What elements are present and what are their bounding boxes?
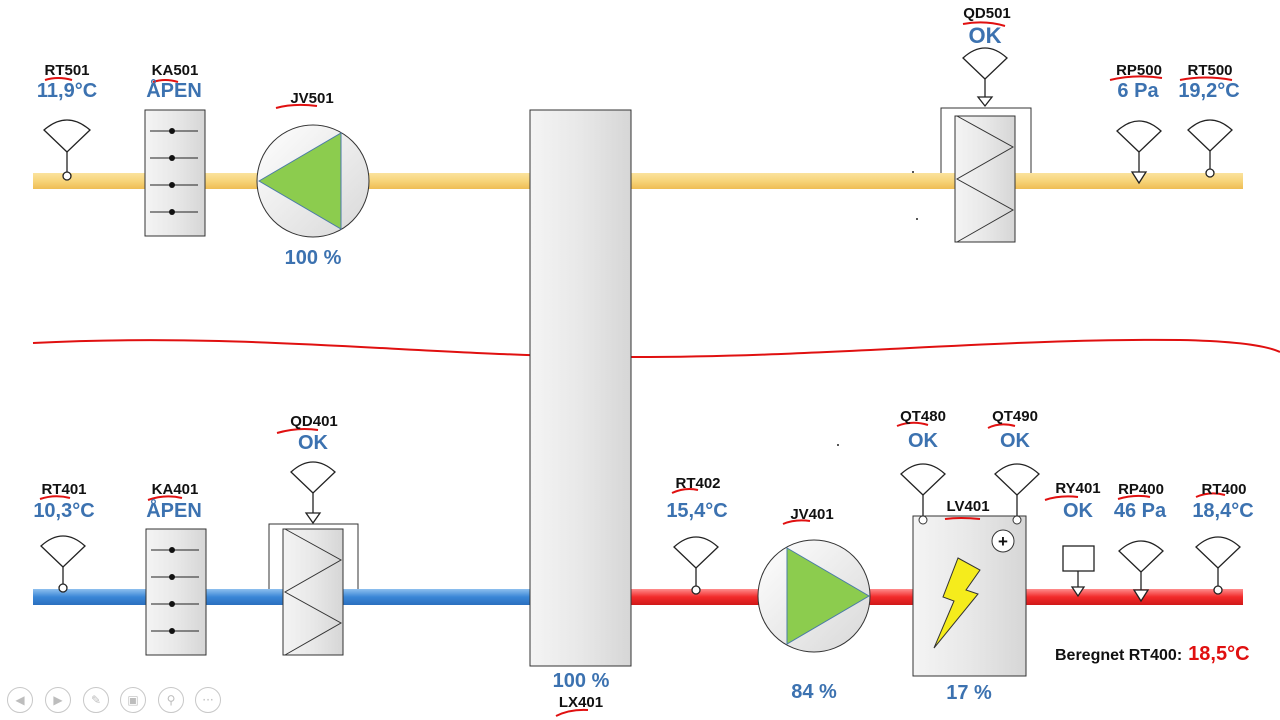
rt401-label: RT401 <box>41 481 87 498</box>
rt400-value: 18,4°C <box>1192 500 1254 522</box>
rp400-value: 46 Pa <box>1113 500 1167 522</box>
jv401-label: JV401 <box>790 506 834 523</box>
supply-duct <box>33 173 1243 189</box>
sensor-rt402-icon <box>673 536 719 595</box>
sensor-ry401-icon <box>1062 545 1095 598</box>
qt490-label: QT490 <box>992 408 1038 425</box>
jv501-label: JV501 <box>290 90 334 107</box>
annotation-underlines <box>39 21 1233 717</box>
qt480-value: OK <box>908 430 938 452</box>
qd401-label: QD401 <box>290 413 338 430</box>
pen-icon[interactable]: ✎ <box>83 687 109 713</box>
rt400-label: RT400 <box>1201 481 1247 498</box>
calculated-rt400: Beregnet RT400: 18,5°C <box>1055 643 1250 666</box>
rt401-value: 10,3°C <box>33 500 95 522</box>
forward-icon[interactable]: ▶ <box>45 687 71 713</box>
qd501-value: OK <box>968 23 1002 48</box>
rt501-value: 11,9°C <box>36 80 98 102</box>
lv401-label: LV401 <box>946 498 990 515</box>
qd501-label: QD501 <box>963 5 1011 22</box>
rt501-label: RT501 <box>44 62 90 79</box>
lv401-percent: 17 % <box>946 682 992 704</box>
more-icon[interactable]: ··· <box>195 687 221 713</box>
sensor-qt490-icon <box>994 463 1040 516</box>
fan-jv401 <box>757 539 871 653</box>
lx401-percent: 100 % <box>552 670 610 692</box>
sensor-rp400-icon <box>1118 540 1164 603</box>
calculated-rt400-label: Beregnet RT400: <box>1055 647 1183 664</box>
slides-icon[interactable]: ▣ <box>120 687 146 713</box>
heater-lv401 <box>912 515 1027 677</box>
rt500-value: 19,2°C <box>1178 80 1240 102</box>
rp400-label: RP400 <box>1118 481 1164 498</box>
sensor-qd401-icon <box>290 461 336 525</box>
jv401-percent: 84 % <box>791 681 837 703</box>
heater-plus-icon: + <box>998 532 1008 551</box>
ka501-label: KA501 <box>151 62 199 79</box>
heat-recovery-unit-lx401 <box>529 109 632 667</box>
qt490-value: OK <box>1000 430 1030 452</box>
sensor-rt500-icon <box>1187 119 1233 178</box>
rt402-label: RT402 <box>675 475 721 492</box>
sensor-rt400-icon <box>1195 536 1241 595</box>
ka401-value: ÅPEN <box>146 500 202 522</box>
lightning-icon <box>933 557 981 649</box>
fan-jv501 <box>256 124 370 238</box>
sensor-rp500-icon <box>1116 120 1162 185</box>
lx401-label: LX401 <box>558 694 604 711</box>
ka401-label: KA401 <box>151 481 199 498</box>
filter-qd501 <box>940 107 1032 243</box>
damper-ka401 <box>145 528 207 656</box>
sensor-rt401-icon <box>40 535 86 593</box>
filter-qd401 <box>268 523 359 656</box>
qd401-value: OK <box>298 432 328 454</box>
rp500-value: 6 Pa <box>1117 80 1159 102</box>
back-icon[interactable]: ◀ <box>7 687 33 713</box>
rt402-value: 15,4°C <box>666 500 728 522</box>
damper-ka501 <box>144 109 206 237</box>
sensor-rt501-icon <box>43 119 91 181</box>
ry401-label: RY401 <box>1055 480 1101 497</box>
ry401-value: OK <box>1063 500 1093 522</box>
sensor-qd501-icon <box>962 47 1008 108</box>
jv501-percent: 100 % <box>284 247 342 269</box>
qt480-label: QT480 <box>900 408 946 425</box>
zoom-icon[interactable]: ⚲ <box>158 687 184 713</box>
rp500-label: RP500 <box>1116 62 1162 79</box>
extract-duct <box>33 589 531 605</box>
sensor-qt480-icon <box>900 463 946 516</box>
calculated-rt400-value: 18,5°C <box>1188 643 1250 665</box>
annotation-line <box>32 338 1280 359</box>
ka501-value: ÅPEN <box>146 80 202 102</box>
rt500-label: RT500 <box>1187 62 1233 79</box>
